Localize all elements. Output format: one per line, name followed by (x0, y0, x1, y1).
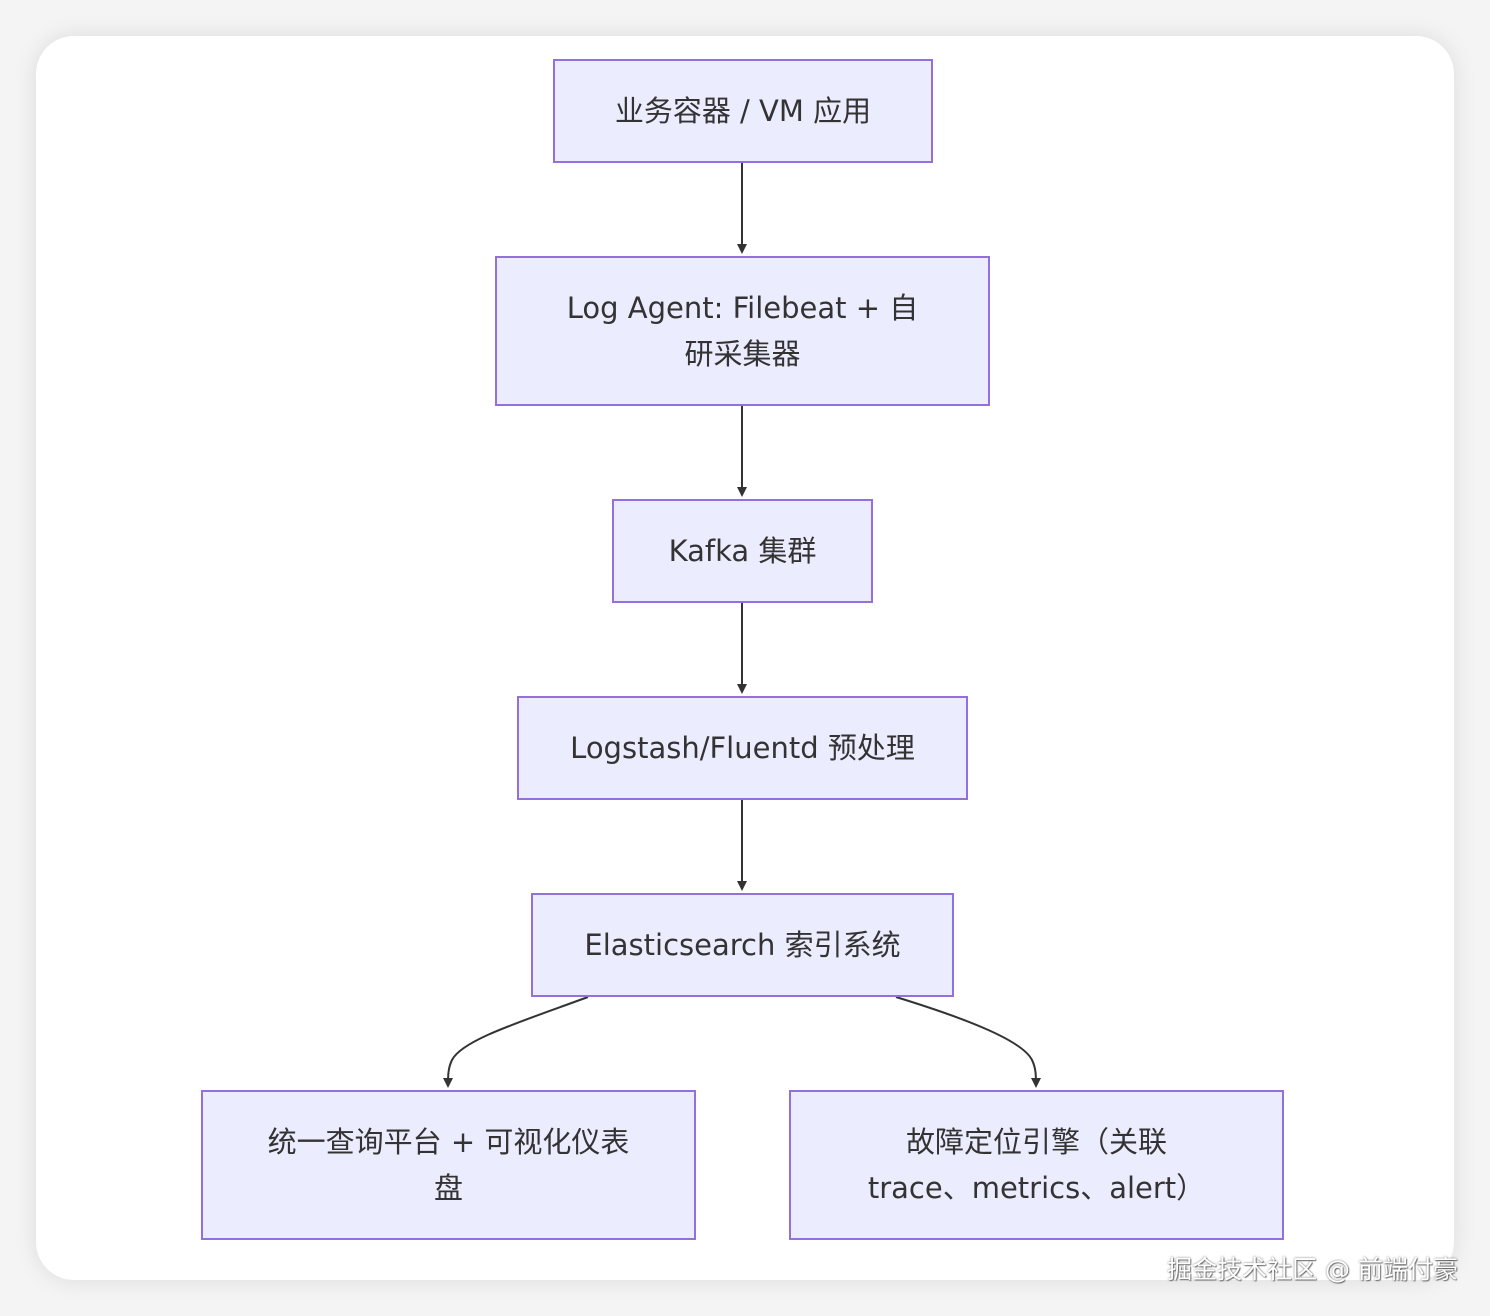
node-agent-label: Log Agent: Filebeat + 自研采集器 (566, 291, 919, 371)
node-logstash-label: Logstash/Fluentd 预处理 (570, 731, 915, 765)
node-elasticsearch-label: Elasticsearch 索引系统 (584, 928, 901, 962)
node-query-platform-label: 统一查询平台 + 可视化仪表盘 (267, 1125, 630, 1205)
node-elasticsearch: Elasticsearch 索引系统 (531, 893, 954, 997)
watermark-text: 掘金技术社区 @ 前端付豪 (1167, 1255, 1458, 1284)
node-logstash: Logstash/Fluentd 预处理 (517, 696, 968, 800)
node-query-platform: 统一查询平台 + 可视化仪表盘 (201, 1090, 696, 1240)
diagram-card (36, 36, 1454, 1280)
node-fault-engine-label: 故障定位引擎（关联 trace、metrics、alert） (867, 1125, 1206, 1205)
node-agent: Log Agent: Filebeat + 自研采集器 (495, 256, 990, 406)
node-app-label: 业务容器 / VM 应用 (614, 94, 872, 128)
node-kafka: Kafka 集群 (612, 499, 873, 603)
node-fault-engine: 故障定位引擎（关联 trace、metrics、alert） (789, 1090, 1284, 1240)
node-kafka-label: Kafka 集群 (668, 534, 817, 568)
node-app: 业务容器 / VM 应用 (553, 59, 933, 163)
